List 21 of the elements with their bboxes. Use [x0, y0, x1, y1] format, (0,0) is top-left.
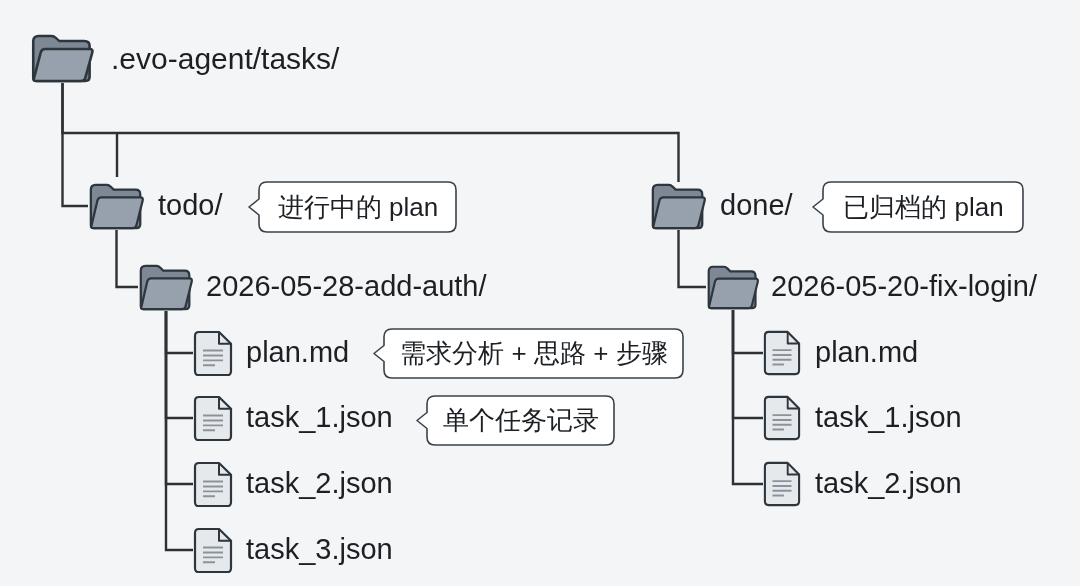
tree-line [115, 230, 138, 289]
callout-bubble: 需求分析 + 思路 + 步骤 [373, 328, 684, 379]
file-name: plan.md [246, 337, 350, 369]
folder-name: 2026-05-20-fix-login/ [771, 271, 1037, 303]
tree-line [61, 83, 680, 182]
folder-name: done/ [720, 190, 793, 222]
folder-name: todo/ [158, 190, 223, 222]
callout-bubble: 单个任务记录 [416, 395, 615, 446]
callout-bubble: 已归档的 plan [812, 181, 1024, 233]
folder-name: 2026-05-28-add-auth/ [206, 271, 487, 303]
file-name: task_1.json [246, 402, 393, 434]
file-name: task_1.json [815, 402, 962, 434]
callout-bubble: 进行中的 plan [248, 181, 457, 233]
file-name: task_2.json [815, 468, 962, 500]
file-name: plan.md [815, 337, 919, 369]
tree-line [164, 311, 193, 552]
file-name: task_3.json [246, 534, 393, 566]
file-name: task_2.json [246, 468, 393, 500]
tree-line [731, 310, 763, 486]
tree-line [677, 230, 706, 289]
folder-name: .evo-agent/tasks/ [111, 41, 340, 75]
